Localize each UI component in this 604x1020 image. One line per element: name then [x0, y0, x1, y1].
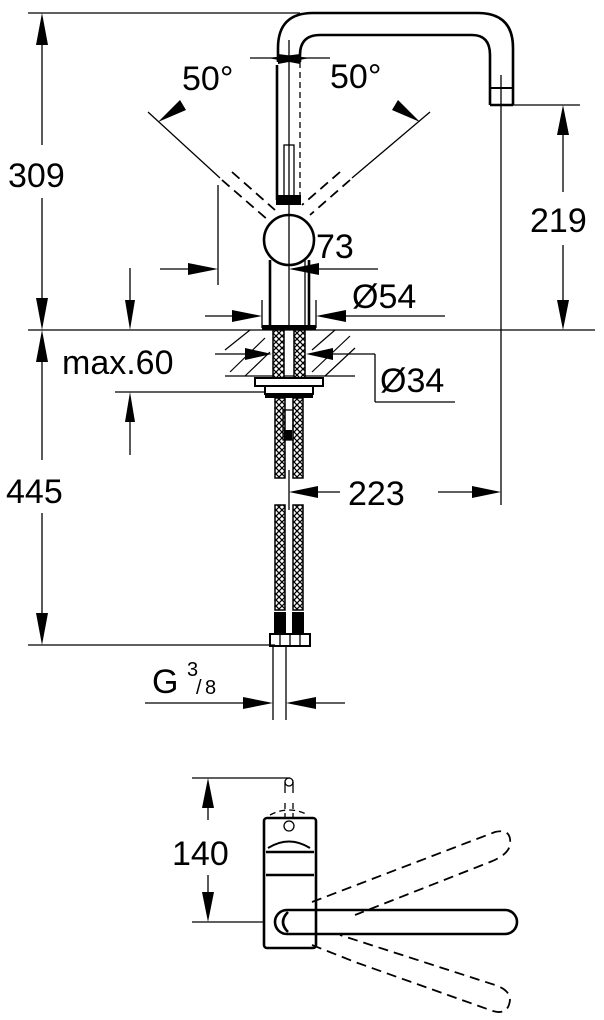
spout-outlet-top	[284, 777, 294, 818]
dimension-445: 445	[6, 330, 63, 645]
faucet-body-top	[262, 809, 318, 950]
label-angle-left: 50°	[182, 60, 233, 98]
lever-hub	[262, 213, 316, 267]
dimension-max-60: max.60	[62, 268, 265, 455]
label-thread-slash: /	[196, 677, 202, 699]
dimension-140: 140	[172, 777, 290, 923]
label-thread-g: G	[152, 663, 178, 701]
label-angle-right: 50°	[330, 58, 381, 96]
label-thread-denominator: 8	[205, 677, 216, 699]
label-73: 73	[316, 228, 354, 266]
label-max-60: max.60	[62, 344, 174, 382]
label-309: 309	[8, 157, 65, 195]
label-219: 219	[530, 202, 587, 240]
label-140: 140	[172, 835, 229, 873]
top-view: 140	[172, 777, 519, 1013]
faucet-body	[262, 40, 316, 330]
handle-swivel-positions	[311, 830, 512, 1013]
label-diameter-54: Ø54	[352, 278, 416, 316]
dimension-309: 309	[8, 13, 65, 330]
dimension-223: 223	[288, 470, 501, 513]
lever-handle	[273, 908, 519, 936]
label-445: 445	[6, 473, 63, 511]
hose-right	[292, 397, 304, 479]
label-223: 223	[348, 475, 405, 513]
deck-section	[224, 329, 356, 377]
dimension-thread-g38: G 3 / 8	[145, 646, 345, 720]
dimension-219: 219	[513, 104, 587, 330]
label-thread-numerator: 3	[187, 659, 198, 681]
swivel-angle-indicators: 50° 50°	[147, 54, 431, 221]
spout	[276, 11, 515, 505]
side-view: 309 445 max.60	[6, 11, 595, 720]
dimension-73: 73	[160, 185, 378, 285]
mounting-assembly	[254, 329, 324, 647]
dimension-diameter-34: Ø34	[215, 348, 455, 403]
dimension-diameter-54: Ø54	[205, 278, 445, 328]
label-diameter-34: Ø34	[380, 362, 444, 400]
